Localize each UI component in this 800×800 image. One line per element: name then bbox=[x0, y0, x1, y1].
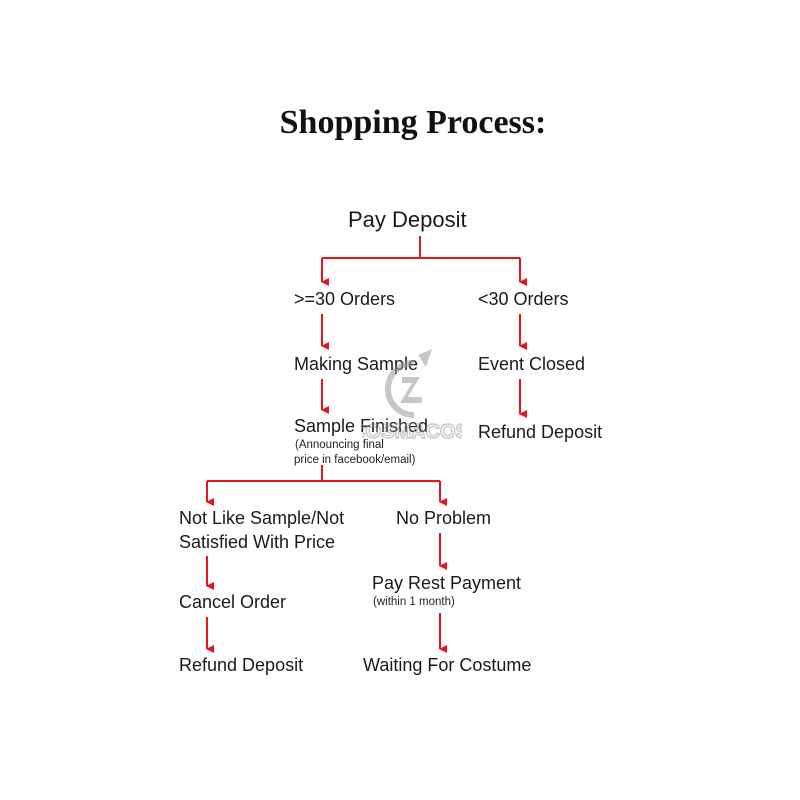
node-label: Pay Deposit bbox=[348, 207, 467, 232]
node-label: Pay Rest Payment bbox=[372, 573, 522, 593]
node-not-like-sample: Not Like Sample/Not Satisfied With Price bbox=[179, 506, 344, 554]
node-ge30-orders: >=30 Orders bbox=[294, 287, 395, 311]
node-event-closed: Event Closed bbox=[478, 352, 585, 376]
node-lt30-orders: <30 Orders bbox=[478, 287, 569, 311]
node-pay-deposit: Pay Deposit bbox=[348, 206, 467, 234]
node-label: Cancel Order bbox=[179, 592, 287, 612]
node-label: Refund Deposit bbox=[179, 655, 304, 675]
watermark-text: COSMACOS bbox=[362, 421, 462, 443]
node-note: price in facebook/email) bbox=[294, 454, 416, 466]
node-refund-deposit-right: Refund Deposit bbox=[478, 420, 602, 444]
node-note: (within 1 month) bbox=[373, 596, 455, 608]
node-refund-deposit-left: Refund Deposit bbox=[179, 653, 303, 677]
node-label: Satisfied With Price bbox=[179, 532, 336, 552]
node-label: Not Like Sample/Not bbox=[179, 508, 345, 528]
node-making-sample: Making Sample bbox=[294, 352, 418, 376]
node-note: (Announcing final bbox=[295, 439, 384, 451]
node-label: Refund Deposit bbox=[478, 422, 603, 442]
node-no-problem: No Problem bbox=[396, 506, 491, 530]
watermark-logo: COSMACOS bbox=[362, 349, 462, 444]
node-pay-rest-payment: Pay Rest Payment (within 1 month) bbox=[372, 571, 521, 610]
node-label: Event Closed bbox=[478, 354, 586, 374]
node-cancel-order: Cancel Order bbox=[179, 590, 286, 614]
node-label: Making Sample bbox=[294, 354, 419, 374]
node-label: No Problem bbox=[396, 508, 492, 528]
page-title: Shopping Process: bbox=[279, 104, 547, 141]
node-label: <30 Orders bbox=[478, 289, 569, 309]
node-label: >=30 Orders bbox=[294, 289, 396, 309]
node-sample-finished: Sample Finished (Announcing final price … bbox=[294, 414, 428, 468]
node-waiting-for-costume: Waiting For Costume bbox=[363, 653, 531, 677]
node-label: Sample Finished bbox=[294, 416, 429, 436]
node-label: Waiting For Costume bbox=[363, 655, 532, 675]
